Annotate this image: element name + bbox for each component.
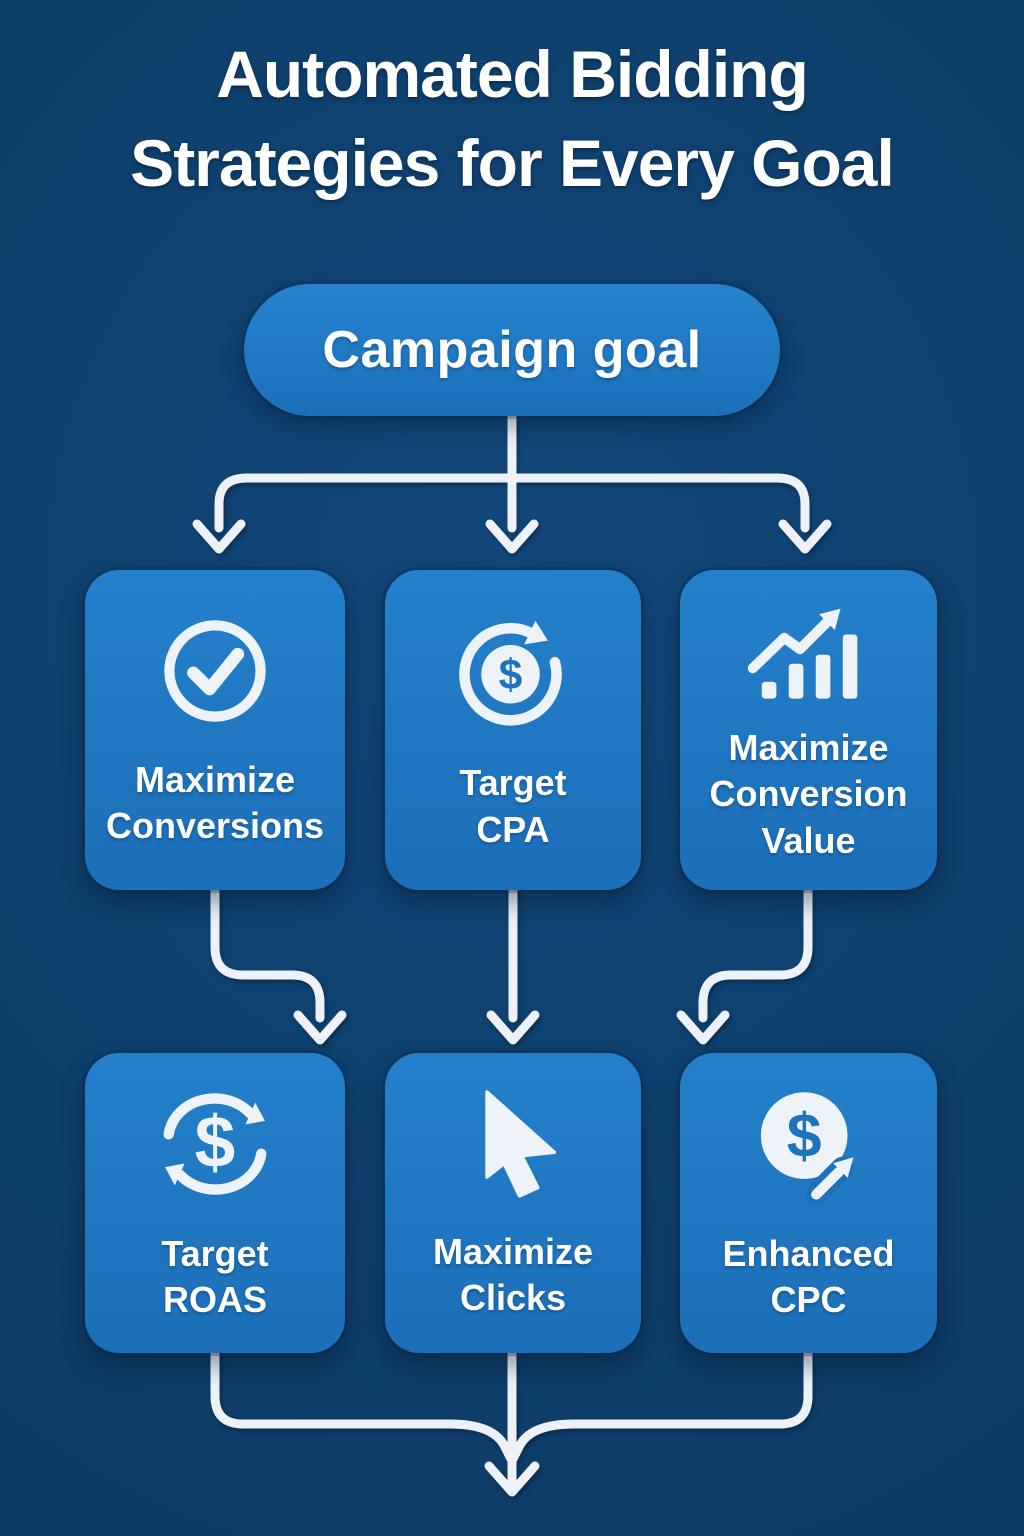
dollar-target-icon: $ bbox=[459, 621, 562, 727]
connector-campaign-to-row1 bbox=[192, 411, 832, 554]
node-label: Maximize Conversions bbox=[105, 758, 325, 846]
page-title-line1: Automated Bidding bbox=[216, 37, 809, 111]
node-maximize-conversions: Maximize Conversions bbox=[85, 570, 345, 890]
node-maximize-conversion-value: Maximize Conversion Value bbox=[680, 570, 937, 890]
page-title: Automated Bidding Strategies for Every G… bbox=[0, 30, 1024, 208]
arrowhead-down-icon bbox=[778, 519, 832, 554]
svg-text:$: $ bbox=[786, 1101, 821, 1171]
arrowhead-down-icon bbox=[484, 1461, 540, 1497]
node-label: Target ROAS bbox=[161, 1232, 269, 1320]
arrowhead-down-icon bbox=[485, 519, 539, 554]
node-label: Maximize Conversion Value bbox=[709, 727, 908, 861]
node-target-cpa: $ Target CPA bbox=[385, 570, 641, 890]
node-label: Target CPA bbox=[459, 762, 567, 850]
dollar-upgrade-icon: $ bbox=[760, 1092, 854, 1205]
svg-text:$: $ bbox=[499, 652, 523, 699]
dollar-cycle-icon: $ bbox=[163, 1093, 267, 1195]
node-label: Campaign goal bbox=[322, 321, 702, 379]
arrowhead-down-icon bbox=[486, 1010, 540, 1045]
node-enhanced-cpc: $ Enhanced CPC bbox=[680, 1053, 937, 1353]
node-maximize-clicks: Maximize Clicks bbox=[385, 1053, 641, 1353]
connector-row1-to-row2 bbox=[210, 885, 813, 1045]
arrowhead-down-icon bbox=[676, 1010, 730, 1045]
node-target-roas: $ Target ROAS bbox=[85, 1053, 345, 1353]
arrowhead-down-icon bbox=[192, 519, 246, 554]
growth-chart-icon bbox=[747, 609, 857, 699]
cursor-icon bbox=[485, 1090, 557, 1198]
node-campaign-goal: Campaign goal bbox=[244, 284, 780, 416]
check-circle-icon bbox=[164, 620, 266, 722]
page-title-line2: Strategies for Every Goal bbox=[130, 126, 895, 201]
node-label: Enhanced CPC bbox=[722, 1232, 895, 1320]
svg-text:$: $ bbox=[195, 1102, 236, 1183]
node-label: Maximize Clicks bbox=[432, 1230, 594, 1318]
arrowhead-down-icon bbox=[293, 1010, 347, 1045]
connector-row2-merge bbox=[210, 1348, 813, 1497]
